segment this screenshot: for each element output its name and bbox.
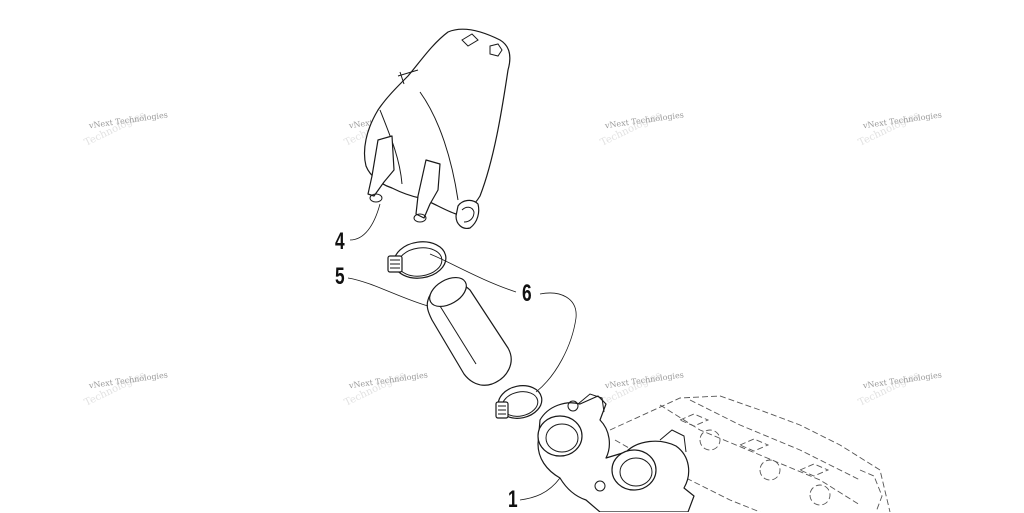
callout-1: 1	[508, 486, 518, 513]
part-6-upper-clamp	[387, 241, 447, 279]
part-4-air-box	[363, 28, 511, 229]
callout-6: 6	[522, 280, 532, 307]
part-1-intake-manifold	[537, 393, 695, 512]
leader-lines	[347, 203, 577, 501]
part-5-hose	[426, 276, 512, 386]
part-6-lower-clamp	[495, 385, 543, 419]
callout-5: 5	[335, 263, 345, 290]
callout-4: 4	[335, 228, 345, 255]
engine-block-outline	[609, 395, 891, 512]
